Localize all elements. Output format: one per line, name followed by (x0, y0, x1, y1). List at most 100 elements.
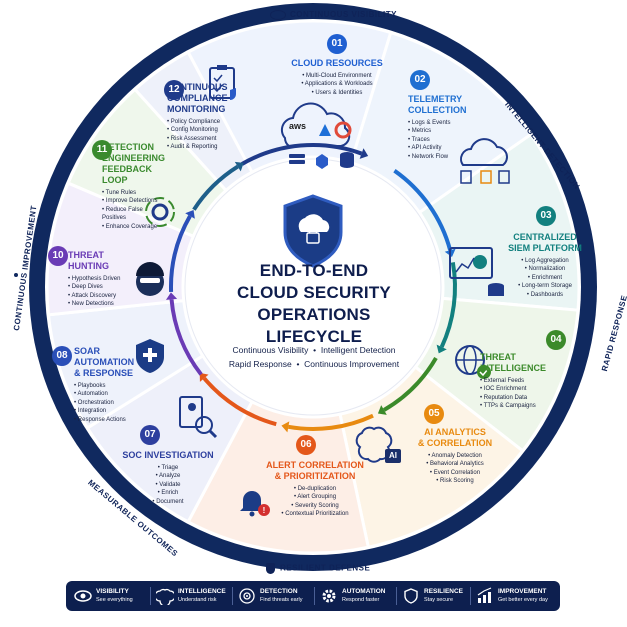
cloud-providers-icon (280, 102, 352, 147)
stage-title-line: CENTRALIZED (513, 232, 577, 242)
stage-title-line: THREAT (480, 352, 516, 362)
summary-subtitle: Get better every day (498, 597, 548, 603)
summary-divider (150, 587, 151, 605)
stage-title: CLOUD RESOURCES (282, 58, 392, 69)
stage-number-badge: 11 (92, 140, 112, 160)
tagline-improvement: Continuous Improvement (304, 359, 400, 369)
stage-items: Log AggregationNormalizationEnrichmentLo… (500, 257, 590, 299)
stage-items: Policy ComplianceConfig MonitoringRisk A… (145, 118, 260, 152)
ring-label-visibility: CONTINUOUS VISIBILITY (270, 10, 397, 20)
flow-arrow (393, 169, 453, 251)
clipboard-check-icon (209, 65, 236, 100)
stage-item: Response Actions (74, 416, 147, 424)
stage-item: Logs & Events (408, 119, 488, 127)
summary-title: DETECTION (260, 588, 298, 595)
server-stack-icon (289, 154, 305, 164)
stage-item: Applications & Workloads (282, 80, 392, 88)
stage-number-badge: 10 (48, 246, 68, 266)
summary-subtitle: Understand risk (178, 597, 217, 603)
stage-title-line: COLLECTION (408, 105, 467, 115)
stage-item: Triage (118, 464, 218, 472)
target-icon (238, 587, 256, 605)
summary-item-detection: DETECTION Find threats early (232, 585, 318, 607)
stage-item: Behavioral Analytics (405, 460, 505, 468)
stage-title-line: MONITORING (167, 104, 226, 114)
stage-title-line: & CORRELATION (417, 438, 493, 448)
flow-arrow (192, 164, 239, 211)
stage-item: New Detections (68, 300, 141, 308)
stage-item: Metrics (408, 127, 488, 135)
stage-item: Tune Rules (102, 189, 165, 197)
flow-arrow (169, 299, 203, 376)
stage-item: API Activity (408, 144, 488, 152)
shield-plus-icon (136, 339, 164, 373)
center-disc (184, 158, 442, 416)
stage-item: Traces (408, 136, 488, 144)
flow-arrow (439, 261, 457, 348)
stage-number-badge: 07 (140, 425, 160, 445)
flow-arrowhead (359, 148, 369, 159)
globe-check-icon (455, 345, 491, 379)
stage-item: Attack Discovery (68, 292, 141, 300)
stage-items: Anomaly DetectionBehavioral AnalyticsEve… (405, 452, 505, 486)
stage-number-badge: 03 (536, 206, 556, 226)
stage-item: Config Monitoring (167, 126, 260, 134)
stage-items: Multi-Cloud EnvironmentApplications & Wo… (282, 72, 392, 97)
stage-title: SOAR AUTOMATION& RESPONSE (52, 346, 147, 379)
summary-subtitle: Stay secure (424, 597, 454, 603)
stage-title-line: SOAR AUTOMATION (74, 346, 135, 367)
stage-item: Multi-Cloud Environment (282, 72, 392, 80)
title-line-1: END-TO-END (259, 261, 369, 280)
stage-item: Event Correlation (405, 469, 505, 477)
stage-items: External FeedsIOC EnrichmentReputation D… (480, 377, 570, 411)
summary-title: RESILIENCE (424, 588, 464, 595)
stage-item: TTPs & Campaigns (480, 402, 570, 410)
database-icon (340, 152, 354, 168)
stage-item: Document (118, 498, 218, 506)
investigation-icon (179, 396, 218, 439)
stage-items: Tune RulesImprove DetectionsReduce False… (80, 189, 165, 231)
stage-number-badge: 02 (410, 70, 430, 90)
stage-title-line: ENGINEERING (102, 153, 166, 163)
stage-item: IOC Enrichment (480, 385, 570, 393)
stage-item: Audit & Reporting (167, 143, 260, 151)
title-line-3: OPERATIONS LIFECYCLE (257, 305, 371, 346)
summary-item-intelligence: INTELLIGENCE Understand risk (150, 585, 236, 607)
flow-arrow (202, 376, 277, 427)
stage-title: ALERT CORRELATION& PRIORITIZATION (255, 460, 375, 482)
eye-icon (270, 10, 286, 20)
hacker-icon (136, 262, 164, 296)
ring-label-defense: RESILIENT DEFENSE (266, 563, 370, 574)
flow-arrowhead (281, 421, 290, 433)
stage-item: Enrich (118, 489, 218, 497)
flow-arrow (287, 413, 374, 431)
summary-title: INTELLIGENCE (178, 588, 226, 595)
gear-icon (320, 587, 338, 605)
summary-subtitle: Find threats early (260, 597, 303, 603)
stage-item: Reputation Data (480, 394, 570, 402)
stage-title-line: THREAT HUNTING (68, 250, 109, 271)
shield-icon (266, 563, 275, 574)
stage-number-badge: 08 (52, 346, 72, 366)
stage-item: Orchestration (74, 399, 147, 407)
summary-title: VISIBILITY (96, 588, 129, 595)
stage-item: Log Aggregation (500, 257, 590, 265)
stage-item: Integration (74, 407, 147, 415)
stage-number-badge: 04 (546, 330, 566, 350)
stage-item: Long-term Storage (500, 282, 590, 290)
stage-item: Alert Grouping (255, 493, 375, 501)
